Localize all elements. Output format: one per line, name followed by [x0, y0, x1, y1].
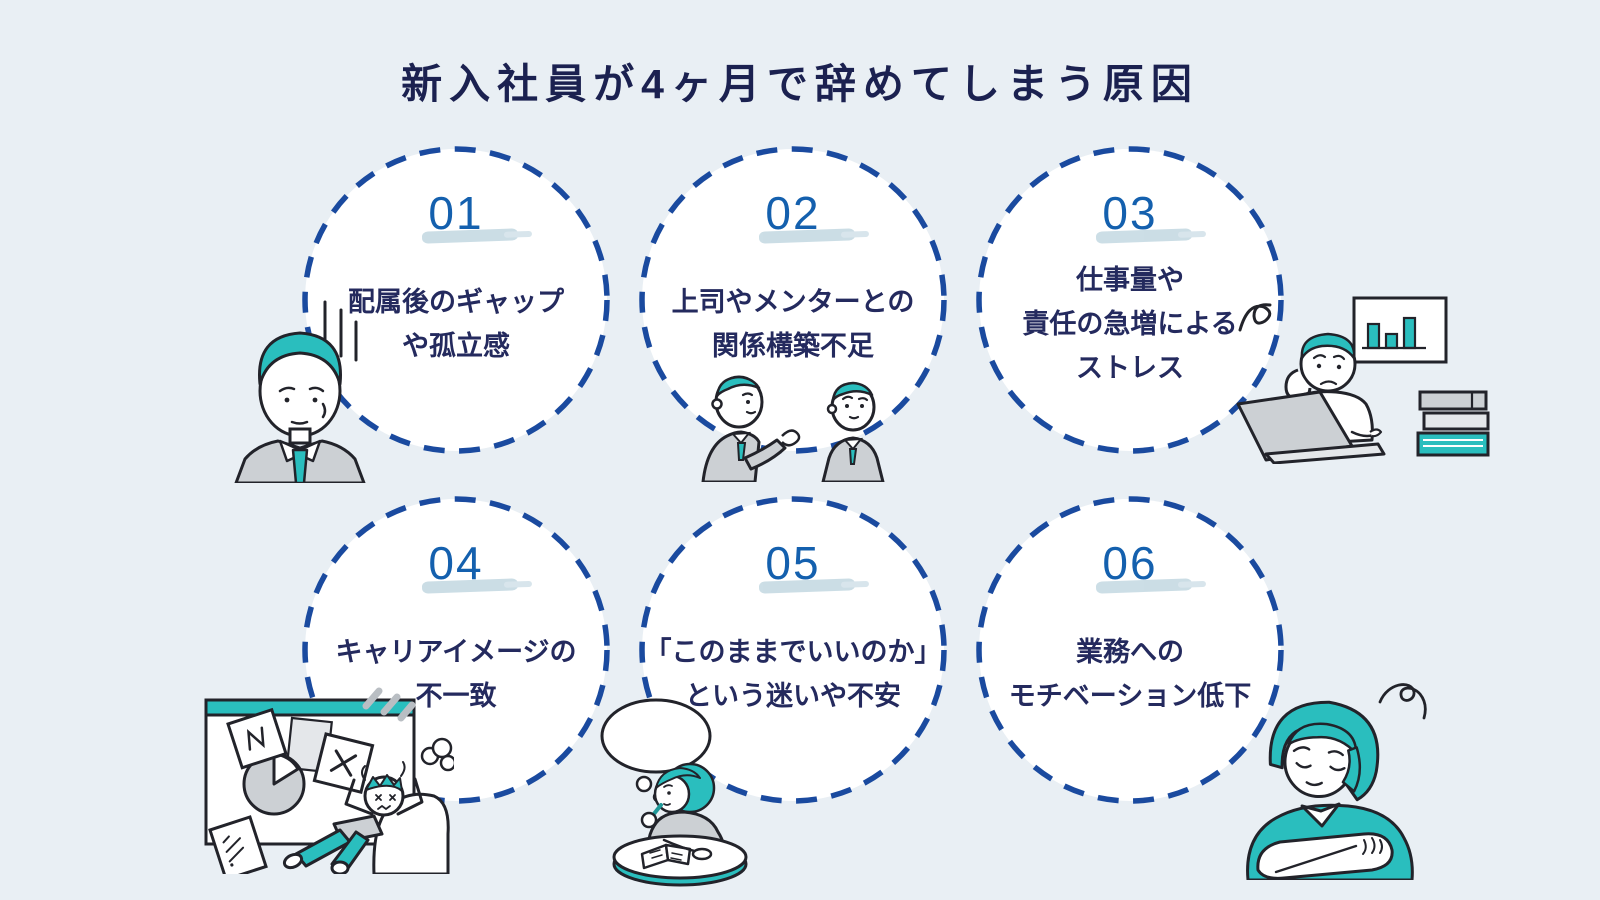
page-title: 新入社員が4ヶ月で辞めてしまう原因	[401, 61, 1199, 107]
cause-card-06: 06 業務への モチベーション低下	[976, 496, 1284, 804]
cause-text-line: ストレス	[1076, 353, 1184, 383]
cause-text: 仕事量や 責任の急増による ストレス	[976, 258, 1284, 390]
dashed-circle	[976, 496, 1284, 804]
two-businessmen-talking-illustration	[701, 375, 885, 482]
cause-number: 01	[428, 187, 484, 239]
cause-text-line: 関係構築不足	[712, 331, 874, 361]
cause-text-line: 不一致	[415, 681, 497, 711]
dashed-circle	[639, 146, 947, 454]
cause-text-line: という迷いや不安	[685, 681, 901, 711]
cause-text: 「このままでいいのか」 という迷いや不安	[639, 630, 947, 718]
dashed-circle	[639, 496, 947, 804]
cause-text-line: や孤立感	[402, 331, 510, 361]
cause-card-02: 02 上司やメンターとの 関係構築不足	[639, 146, 947, 454]
cause-text-line: 配属後のギャップ	[348, 287, 564, 317]
stressed-worker-laptop-illustration	[1236, 296, 1490, 464]
cause-text: 業務への モチベーション低下	[976, 630, 1284, 718]
sad-new-employee-illustration	[234, 300, 366, 483]
cause-text-line: 業務への	[1076, 637, 1184, 667]
cause-card-01: 01 配属後のギャップ や孤立感	[302, 146, 610, 454]
cause-text-line: 責任の急増による	[1022, 309, 1238, 339]
pondering-reader-illustration	[600, 698, 748, 887]
cause-number: 04	[428, 537, 484, 589]
cause-number: 03	[1102, 187, 1158, 239]
cause-text-line: モチベーション低下	[1008, 681, 1252, 711]
cause-text: 上司やメンターとの 関係構築不足	[639, 280, 947, 368]
cause-text-line: キャリアイメージの	[335, 637, 577, 667]
cause-text: キャリアイメージの 不一致	[302, 630, 610, 718]
frustrated-worker-illustration	[204, 687, 454, 874]
cause-text-line: 上司やメンターとの	[671, 287, 915, 317]
cause-number: 02	[765, 187, 821, 239]
demotivated-worker-illustration	[1246, 683, 1427, 880]
cause-text: 配属後のギャップ や孤立感	[302, 280, 610, 368]
dashed-circle	[302, 146, 610, 454]
cause-card-03: 03 仕事量や 責任の急増による ストレス	[976, 146, 1284, 454]
cause-text-line: 仕事量や	[1076, 265, 1184, 295]
cause-text-line: 「このままでいいのか」	[644, 637, 942, 667]
cause-card-05: 05 「このままでいいのか」 という迷いや不安	[639, 496, 947, 804]
cause-number: 06	[1102, 537, 1158, 589]
dashed-circle	[976, 146, 1284, 454]
cause-number: 05	[765, 537, 821, 589]
